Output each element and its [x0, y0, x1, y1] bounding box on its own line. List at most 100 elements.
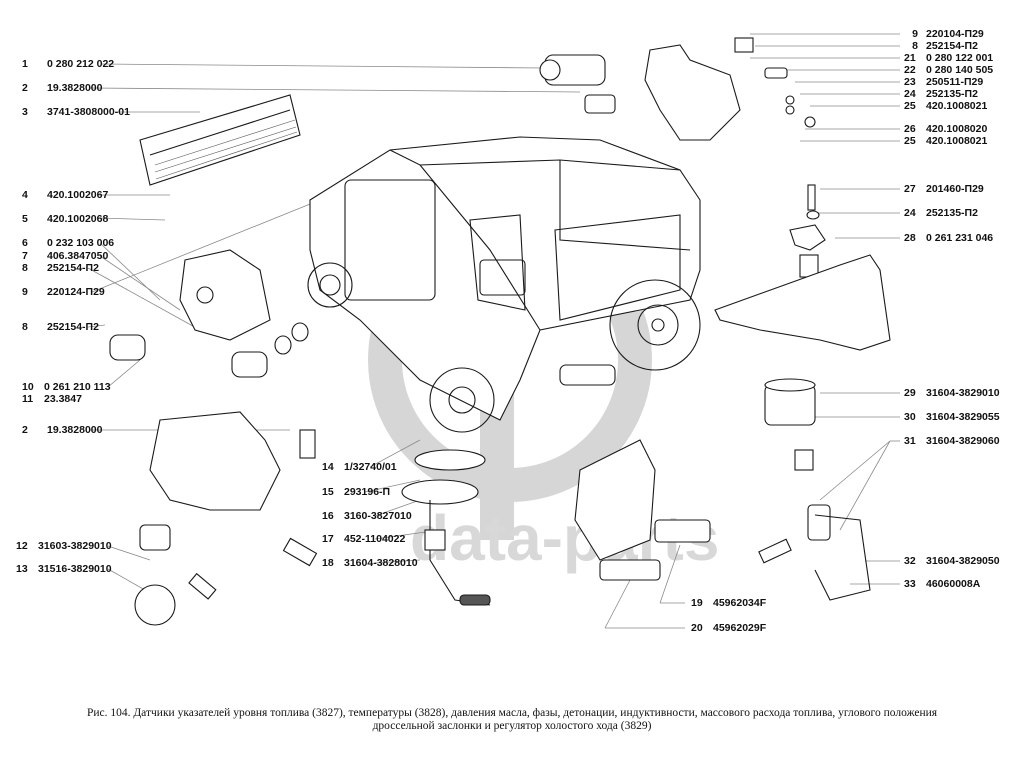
part-label: 25 420.1008021	[904, 135, 987, 147]
figure-caption-line-1: Рис. 104. Датчики указателей уровня топл…	[86, 707, 938, 719]
part-code: 0 280 212 022	[47, 58, 115, 70]
part-number: 26	[904, 123, 916, 135]
figure-caption-line-2: дроссельной заслонки и регулятор холосто…	[372, 720, 652, 732]
part-label: 15 293196-П	[322, 486, 390, 498]
part-number: 14	[322, 461, 334, 473]
part-label: 19 45962034F	[691, 597, 766, 609]
part-code: 420.1008020	[926, 123, 988, 135]
part-number: 11	[22, 393, 34, 405]
part-code: 406.3847050	[47, 250, 109, 262]
part-code: 31603-3829010	[38, 540, 112, 552]
part-label: 6 0 232 103 006	[22, 237, 114, 249]
part-code: 23.3847	[44, 393, 82, 405]
part-number: 25	[904, 100, 916, 112]
part-code: 19.3828000	[47, 424, 103, 436]
part-label: 27 201460-П29	[904, 183, 984, 195]
part-number: 24	[904, 207, 916, 219]
part-label: 11 23.3847	[22, 393, 82, 405]
part-number: 6	[22, 237, 28, 249]
part-code: 0 280 140 505	[926, 64, 994, 76]
part-number: 3	[22, 106, 28, 118]
part-code: 31604-3829060	[926, 435, 1000, 447]
part-label: 31 31604-3829060	[904, 435, 1000, 447]
part-label: 9 220124-П29	[22, 286, 105, 298]
part-code: 420.1008021	[926, 135, 988, 147]
part-number: 13	[16, 563, 28, 575]
part-number: 29	[904, 387, 916, 399]
part-code: 220124-П29	[47, 286, 105, 298]
part-code: 31604-3829055	[926, 411, 1000, 423]
part-label: 2 19.3828000	[22, 82, 102, 94]
part-code: 252154-П2	[47, 262, 99, 274]
part-code: 31604-3829010	[926, 387, 1000, 399]
oil-pressure-sensor-drawing	[758, 378, 871, 601]
thermostat-housing-drawing	[134, 411, 318, 626]
part-label: 24 252135-П2	[904, 207, 978, 219]
part-code: 250511-П29	[926, 76, 984, 88]
part-label: 32 31604-3829050	[904, 555, 1000, 567]
part-code: 420.1002068	[47, 213, 109, 225]
leader-lines	[87, 33, 900, 629]
part-label: 2 19.3828000	[22, 424, 102, 436]
mass-air-flow-sensor-drawing	[539, 54, 616, 114]
part-number: 27	[904, 183, 916, 195]
part-code: 3160-3827010	[344, 510, 412, 522]
part-number: 32	[904, 555, 916, 567]
part-code: 220104-П29	[926, 28, 984, 40]
part-number: 8	[912, 40, 918, 52]
part-code: 45962034F	[713, 597, 767, 609]
part-number: 9	[22, 286, 28, 298]
part-code: 0 261 231 046	[926, 232, 994, 244]
part-number: 30	[904, 411, 916, 423]
part-code: 252135-П2	[926, 88, 978, 100]
part-label: 5 420.1002068	[22, 213, 108, 225]
part-code: 31604-3829050	[926, 555, 1000, 567]
distributor-drawing	[109, 249, 309, 378]
part-code: 19.3828000	[47, 82, 103, 94]
part-label: 26 420.1008020	[904, 123, 987, 135]
knock-sensor-drawing	[714, 184, 891, 351]
radiator-drawing	[139, 94, 301, 186]
part-number: 23	[904, 76, 916, 88]
part-code: 252135-П2	[926, 207, 978, 219]
part-code: 252154-П2	[926, 40, 978, 52]
part-label: 1 0 280 212 022	[22, 58, 114, 70]
part-label: 30 31604-3829055	[904, 411, 1000, 423]
part-number: 5	[22, 213, 28, 225]
part-code: 31516-3829010	[38, 563, 112, 575]
part-number: 25	[904, 135, 916, 147]
part-number: 7	[22, 250, 28, 262]
part-number: 19	[691, 597, 703, 609]
part-number: 21	[904, 52, 916, 64]
part-label: 14 1/32740/01	[322, 461, 397, 473]
part-number: 31	[904, 435, 916, 447]
part-code: 201460-П29	[926, 183, 984, 195]
part-number: 24	[904, 88, 916, 100]
part-label: 8 252154-П2	[904, 40, 978, 52]
part-number: 4	[22, 189, 28, 201]
part-number: 2	[22, 424, 28, 436]
part-code: 1/32740/01	[344, 461, 397, 473]
part-number: 2	[22, 82, 28, 94]
fuel-level-sensor-drawing	[401, 449, 491, 606]
temperature-sensors-drawing	[574, 439, 711, 581]
part-number: 15	[322, 486, 334, 498]
part-code: 3741-3808000-01	[47, 106, 130, 118]
part-number: 22	[904, 64, 916, 76]
part-number: 1	[22, 58, 28, 70]
part-label: 22 0 280 140 505	[904, 64, 993, 76]
part-code: 0 232 103 006	[47, 237, 115, 249]
part-code: 293196-П	[344, 486, 391, 498]
